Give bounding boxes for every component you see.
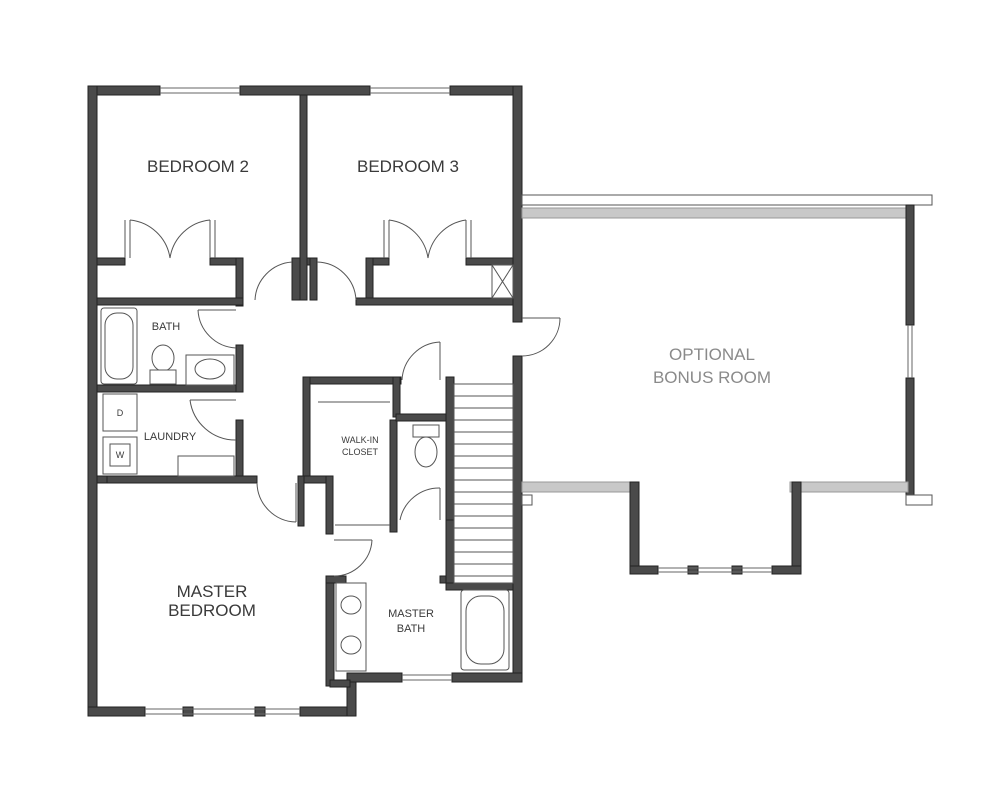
stairs xyxy=(453,383,514,584)
door-swings xyxy=(189,261,561,577)
label-walkin-1: WALK-IN xyxy=(341,435,378,445)
label-master-bedroom-2: BEDROOM xyxy=(168,601,256,620)
walkin-fixtures xyxy=(318,401,440,526)
label-dryer: D xyxy=(117,408,124,418)
windows xyxy=(145,87,452,715)
interior-walls xyxy=(96,94,514,688)
label-master-bath-1: MASTER xyxy=(388,608,434,620)
label-bonus-2: BONUS ROOM xyxy=(653,368,771,387)
label-master-bedroom-1: MASTER xyxy=(177,582,248,601)
label-bedroom-2: BEDROOM 2 xyxy=(147,157,249,176)
bonus-room xyxy=(521,194,933,575)
master-bath-fixtures xyxy=(335,582,510,672)
label-laundry: LAUNDRY xyxy=(144,431,197,443)
label-master-bath-2: BATH xyxy=(397,623,426,635)
laundry-fixtures xyxy=(102,393,235,477)
bath-fixtures xyxy=(100,307,235,386)
closet-doors xyxy=(124,219,472,259)
linen-closet xyxy=(491,264,514,299)
label-bath: BATH xyxy=(152,321,181,333)
exterior-walls xyxy=(87,85,523,717)
label-washer: W xyxy=(116,450,125,460)
label-bedroom-3: BEDROOM 3 xyxy=(357,157,459,176)
label-walkin-2: CLOSET xyxy=(342,447,379,457)
label-bonus-1: OPTIONAL xyxy=(669,345,755,364)
